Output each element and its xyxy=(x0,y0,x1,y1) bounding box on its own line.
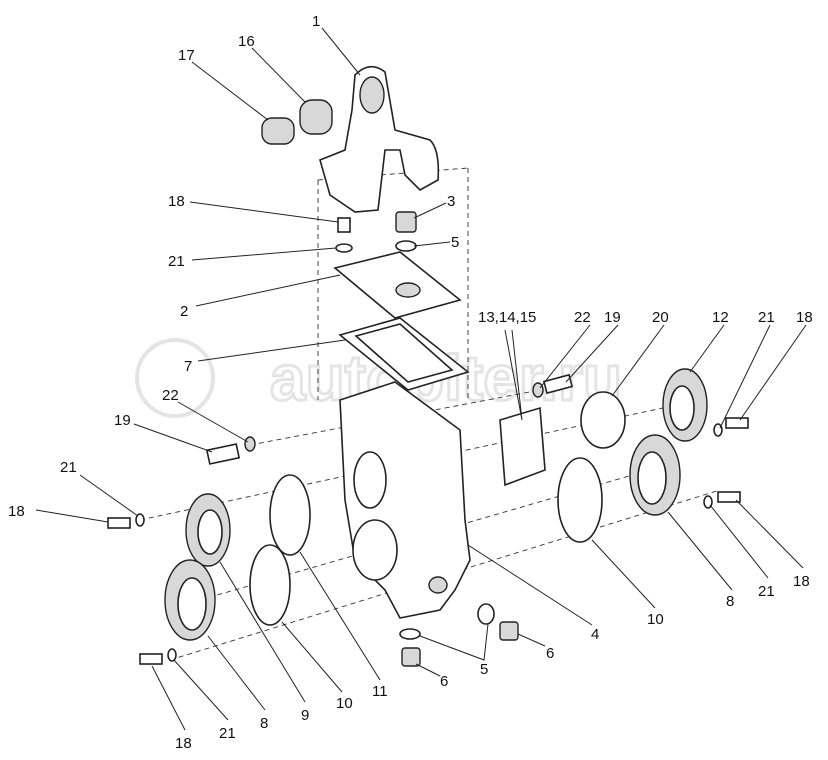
callout: 11 xyxy=(372,683,388,700)
callout: 9 xyxy=(301,707,309,724)
callout: 5 xyxy=(480,661,488,678)
callout: 5 xyxy=(451,234,459,251)
callout: 12 xyxy=(712,309,729,326)
callout: 21 xyxy=(60,459,77,476)
callout: 18 xyxy=(8,503,25,520)
callout: 21 xyxy=(758,583,775,600)
callout: 10 xyxy=(336,695,353,712)
callout: 18 xyxy=(796,309,813,326)
callout: 17 xyxy=(178,47,195,64)
callout: 7 xyxy=(184,358,192,375)
callout: 2 xyxy=(180,303,188,320)
callout: 22 xyxy=(574,309,591,326)
callout: 13,14,15 xyxy=(478,309,536,326)
callout: 10 xyxy=(647,611,664,628)
callout: 21 xyxy=(758,309,775,326)
callout: 8 xyxy=(260,715,268,732)
callout: 21 xyxy=(219,725,236,742)
leader-lines xyxy=(35,27,807,731)
cover-part-2 xyxy=(333,251,462,319)
callout: 22 xyxy=(162,387,179,404)
callout: 6 xyxy=(440,673,448,690)
callout: 19 xyxy=(114,412,131,429)
callout: 21 xyxy=(168,253,185,270)
callout: 4 xyxy=(591,626,599,643)
callout: 20 xyxy=(652,309,669,326)
callout: 18 xyxy=(793,573,810,590)
callout: 6 xyxy=(546,645,554,662)
callout-labels: 1 17 16 18 3 5 21 2 7 13,14,15 22 19 20 … xyxy=(8,13,813,752)
callout: 8 xyxy=(726,593,734,610)
bracket-part-1 xyxy=(319,65,440,213)
callout: 18 xyxy=(168,193,185,210)
callout: 19 xyxy=(604,309,621,326)
callout: 16 xyxy=(238,33,255,50)
callout: 1 xyxy=(312,13,320,30)
callout: 18 xyxy=(175,735,192,752)
callout: 3 xyxy=(447,193,455,210)
